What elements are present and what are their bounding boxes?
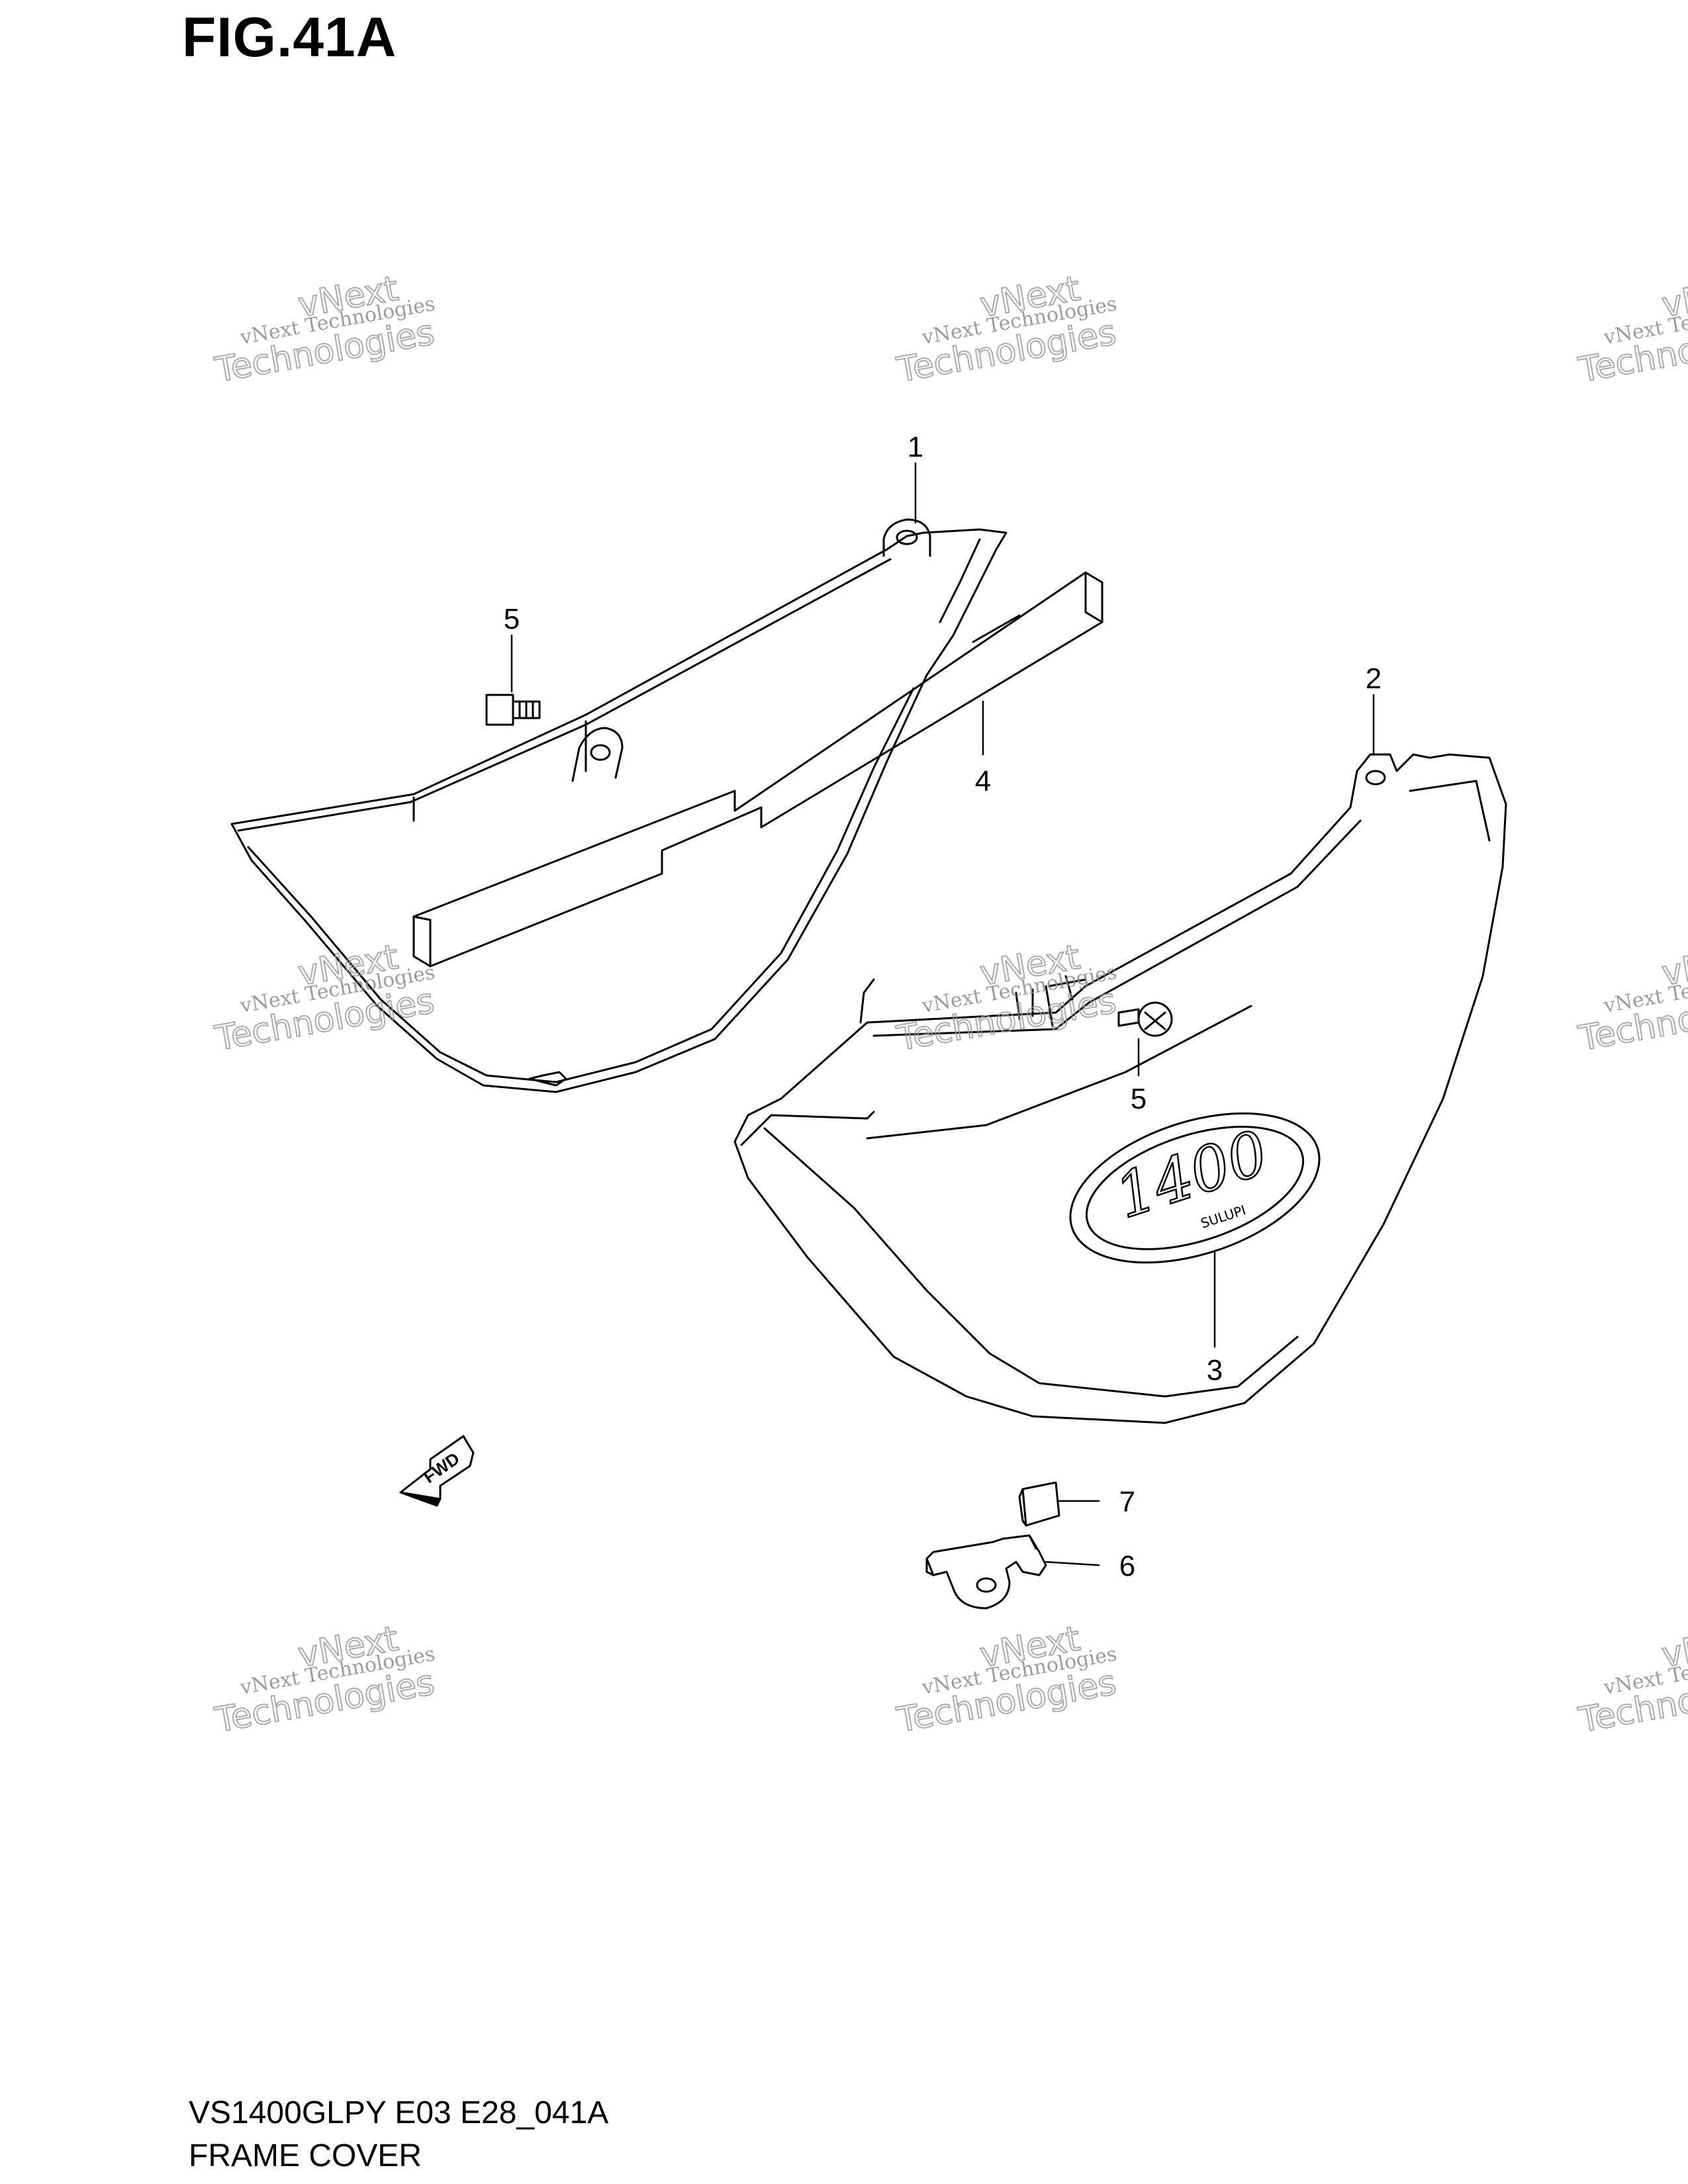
callout-5-center: 5 (1131, 1083, 1147, 1115)
bolt-upper (485, 694, 541, 726)
callout-2: 2 (1366, 662, 1382, 695)
callout-7: 7 (1119, 1486, 1135, 1518)
left-frame-cover (230, 518, 1008, 1093)
callout-6: 6 (1119, 1550, 1135, 1582)
section-name: FRAME COVER (189, 2138, 422, 2173)
model-code: VS1400GLPY E03 E28_041A (189, 2095, 609, 2130)
forward-arrow (399, 1435, 475, 1507)
watermarks: vNext Technologies vNext Technologies vN… (211, 268, 1688, 1741)
callout-5-upper: 5 (504, 603, 520, 635)
bracket (925, 1534, 1047, 1610)
trim-strip (412, 571, 1103, 968)
callout-3: 3 (1207, 1354, 1223, 1387)
callout-1: 1 (908, 431, 923, 463)
cushion (1018, 1481, 1060, 1527)
figure-title: FIG.41A (182, 6, 397, 68)
right-frame-cover (733, 753, 1507, 1424)
callout-4: 4 (975, 765, 991, 797)
leader-lines (510, 462, 1375, 1567)
bolt-center (1117, 1001, 1173, 1037)
